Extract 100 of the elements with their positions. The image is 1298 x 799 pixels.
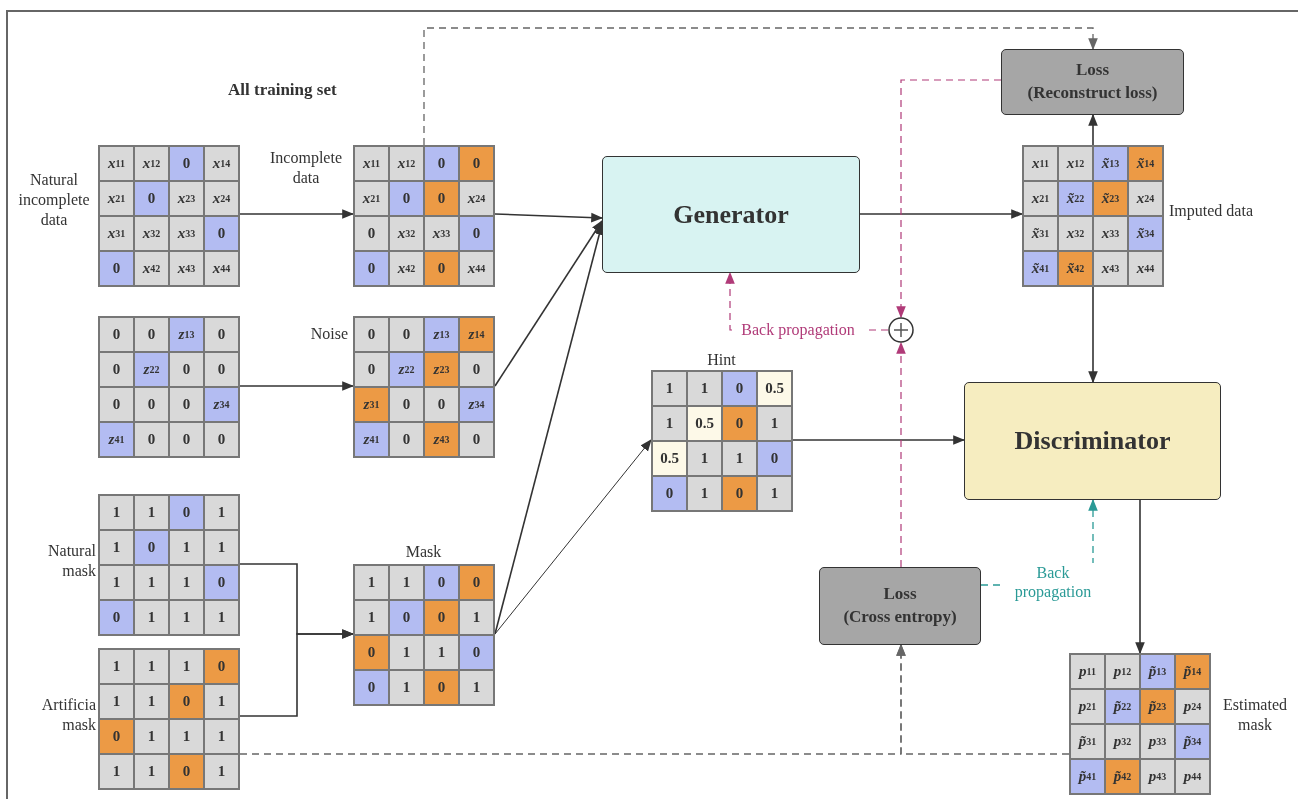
- matrix-cell: 1: [390, 671, 423, 704]
- matrix-cell: 1: [170, 650, 203, 683]
- matrix-grid: [353, 564, 495, 706]
- matrix-cell: 0: [205, 217, 238, 250]
- matrix-cell: 1: [653, 372, 686, 405]
- matrix-cell: 0: [425, 671, 458, 704]
- matrix-cell: 1: [170, 601, 203, 634]
- matrix-cell: 0: [390, 182, 423, 215]
- matrix-cell: 0: [170, 423, 203, 456]
- matrix-cell: 0: [355, 217, 388, 250]
- matrix-cell: 0: [355, 636, 388, 669]
- arrow: [239, 209, 355, 219]
- matrix-cell: 0: [723, 407, 756, 440]
- matrix-grid: [353, 145, 495, 287]
- matrix-cell: 0.5: [688, 407, 721, 440]
- matrix-grid: [98, 494, 240, 636]
- matrix-cell: 1: [205, 720, 238, 753]
- arrow: [494, 212, 604, 223]
- matrix-cell: 1: [688, 442, 721, 475]
- matrix-grid: [98, 145, 240, 287]
- matrix-cell: 1: [758, 477, 791, 510]
- matrix-cell: 0: [170, 755, 203, 788]
- matrix-cell: 1: [135, 685, 168, 718]
- matrix-cell: 0: [170, 496, 203, 529]
- matrix-grid: [651, 370, 793, 512]
- arrow: [1135, 499, 1145, 655]
- dashed-arrow: [423, 27, 1098, 146]
- section-title: All training set: [228, 79, 337, 101]
- matrix-cell: 1: [390, 636, 423, 669]
- matrix-grid: [1069, 653, 1211, 795]
- arrow: [494, 220, 603, 387]
- matrix-cell: 0: [355, 252, 388, 285]
- dashed-arrow: [896, 643, 1070, 755]
- matrix-cell: 1: [205, 755, 238, 788]
- matrix-cell: 1: [460, 601, 493, 634]
- matrix-cell: 0: [425, 147, 458, 180]
- matrix-cell: 1: [460, 671, 493, 704]
- matrix-label: Hint: [706, 350, 737, 370]
- matrix-cell: 1: [100, 685, 133, 718]
- matrix-cell: 0: [425, 388, 458, 421]
- matrix-cell: 0: [135, 318, 168, 351]
- matrix-cell: 0: [205, 353, 238, 386]
- matrix-cell: 1: [100, 566, 133, 599]
- matrix-cell: 1: [688, 477, 721, 510]
- matrix-cell: 0: [758, 442, 791, 475]
- matrix-cell: 0: [425, 601, 458, 634]
- matrix-cell: 0: [723, 477, 756, 510]
- box-label: Loss (Reconstruct loss): [1026, 59, 1159, 104]
- loss-box: [819, 567, 981, 645]
- matrix-cell: 0: [135, 182, 168, 215]
- matrix-cell: 0: [170, 147, 203, 180]
- matrix-cell: 0: [460, 217, 493, 250]
- matrix-cell: 0: [460, 566, 493, 599]
- matrix-grid: [98, 316, 240, 458]
- matrix-cell: 1: [723, 442, 756, 475]
- matrix-cell: 0: [723, 372, 756, 405]
- matrix-cell: 1: [135, 755, 168, 788]
- matrix-cell: 1: [170, 531, 203, 564]
- matrix-cell: 1: [758, 407, 791, 440]
- sum-circle: [888, 317, 914, 343]
- matrix-cell: 0: [355, 671, 388, 704]
- matrix-label: Mask: [404, 542, 443, 562]
- matrix-cell: 0: [355, 318, 388, 351]
- dashed-arrow: [896, 79, 1002, 319]
- arrow: [1088, 113, 1098, 146]
- matrix-cell: 0: [390, 601, 423, 634]
- matrix-cell: 1: [135, 496, 168, 529]
- matrix-cell: 1: [688, 372, 721, 405]
- matrix-cell: 0: [653, 477, 686, 510]
- matrix-cell: 0: [170, 388, 203, 421]
- matrix-cell: 1: [135, 601, 168, 634]
- matrix-cell: 0: [170, 685, 203, 718]
- matrix-cell: 0: [205, 650, 238, 683]
- matrix-grid: [98, 648, 240, 790]
- matrix-cell: 0: [100, 720, 133, 753]
- matrix-cell: 1: [205, 531, 238, 564]
- matrix-cell: 0: [355, 353, 388, 386]
- matrix-cell: 0: [100, 601, 133, 634]
- matrix-label: Incomplete data: [269, 148, 343, 188]
- discriminator-box: [964, 382, 1221, 500]
- matrix-cell: 0: [205, 566, 238, 599]
- matrix-label: Artificia mask: [40, 695, 96, 735]
- matrix-cell: 1: [205, 601, 238, 634]
- matrix-cell: 0: [460, 353, 493, 386]
- matrix-label: Estimated mask: [1222, 695, 1288, 735]
- matrix-cell: 0: [460, 423, 493, 456]
- matrix-cell: 0: [390, 318, 423, 351]
- box-label: Discriminator: [1013, 425, 1172, 458]
- matrix-cell: 1: [100, 755, 133, 788]
- dashed-arrow: [896, 341, 906, 568]
- matrix-cell: 0: [205, 423, 238, 456]
- matrix-cell: 0: [205, 318, 238, 351]
- matrix-cell: 0: [425, 182, 458, 215]
- matrix-cell: 0: [425, 566, 458, 599]
- matrix-cell: 0.5: [653, 442, 686, 475]
- matrix-cell: 0: [100, 318, 133, 351]
- arrow: [792, 435, 966, 445]
- matrix-cell: 0: [100, 353, 133, 386]
- matrix-label: Imputed data: [1168, 201, 1254, 221]
- matrix-cell: 1: [135, 720, 168, 753]
